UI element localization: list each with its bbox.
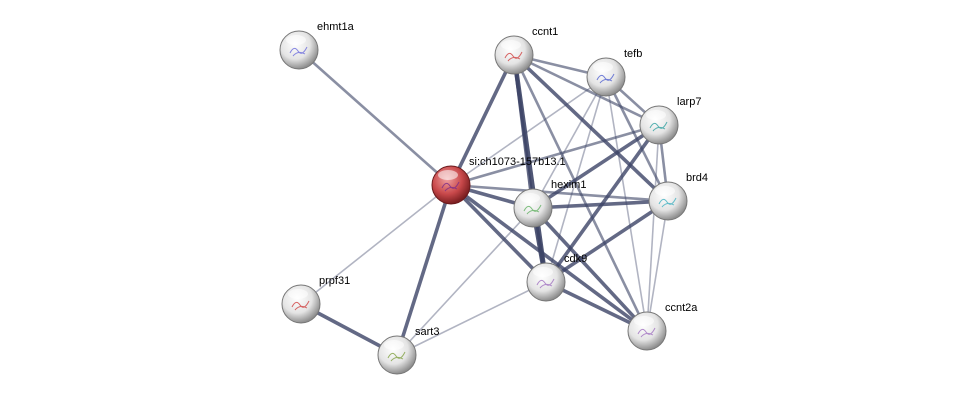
protein-structure-icon xyxy=(289,46,308,57)
edge-larp7-ccnt2a[interactable] xyxy=(646,124,660,332)
edge-si-ccnt1[interactable] xyxy=(449,54,516,186)
edge-ccnt1-larp7[interactable] xyxy=(513,53,660,127)
edge-si-ehmt1a[interactable] xyxy=(298,49,452,186)
edge-ccnt1-brd4[interactable] xyxy=(512,53,670,203)
protein-structure-icon xyxy=(637,327,656,338)
node-label: brd4 xyxy=(686,172,708,184)
node-highlight xyxy=(646,110,666,120)
node-hexim1[interactable]: hexim1 xyxy=(513,179,586,228)
node-brd4[interactable]: brd4 xyxy=(648,172,708,221)
node-highlight xyxy=(288,289,308,299)
protein-structure-icon xyxy=(658,197,677,208)
node-prpf31[interactable]: prpf31 xyxy=(281,275,350,324)
edge-larp7-hexim1[interactable] xyxy=(532,123,660,210)
edge-si-sart3[interactable] xyxy=(395,184,453,356)
protein-structure-icon xyxy=(291,300,310,311)
node-label: cdk9 xyxy=(564,253,587,265)
protein-structure-icon xyxy=(649,121,668,132)
protein-structure-icon xyxy=(387,351,406,362)
edge-si-ccnt2a[interactable] xyxy=(449,183,649,333)
node-label: sart3 xyxy=(415,326,439,338)
edge-si-prpf31[interactable] xyxy=(300,184,452,305)
protein-structure-icon xyxy=(596,73,615,84)
edge-brd4-cdk9[interactable] xyxy=(545,199,669,284)
node-label: prpf31 xyxy=(319,275,350,287)
edge-brd4-ccnt2a[interactable] xyxy=(646,200,669,332)
edge-ccnt1-ccnt2a[interactable] xyxy=(512,54,649,332)
node-cdk9[interactable]: cdk9 xyxy=(526,253,587,302)
node-label: si:ch1073-157b13.1 xyxy=(469,156,566,168)
node-ccnt2a[interactable]: ccnt2a xyxy=(627,302,698,351)
node-label: hexim1 xyxy=(551,179,586,191)
protein-structure-icon xyxy=(441,181,460,192)
node-ccnt1[interactable]: ccnt1 xyxy=(494,26,558,75)
node-larp7[interactable]: larp7 xyxy=(639,96,701,145)
edge-hexim1-brd4[interactable] xyxy=(532,199,669,210)
protein-structure-icon xyxy=(523,204,542,215)
edge-sart3-hexim1[interactable] xyxy=(396,207,534,356)
edge-sart3-cdk9[interactable] xyxy=(396,281,547,356)
node-highlight xyxy=(533,267,553,277)
edge-tefb-hexim1[interactable] xyxy=(532,76,607,209)
edge-si-larp7[interactable] xyxy=(450,123,660,187)
node-highlight xyxy=(286,35,306,45)
protein-structure-icon xyxy=(504,51,523,62)
edge-si-cdk9[interactable] xyxy=(449,183,548,284)
node-highlight xyxy=(655,186,675,196)
node-label: ccnt2a xyxy=(665,302,698,314)
node-highlight xyxy=(593,62,613,72)
node-sart3[interactable]: sart3 xyxy=(377,326,439,375)
node-label: larp7 xyxy=(677,96,701,108)
node-highlight xyxy=(520,193,540,203)
edge-si-tefb[interactable] xyxy=(450,76,607,186)
node-si[interactable]: si:ch1073-157b13.1 xyxy=(431,156,566,205)
node-tefb[interactable]: tefb xyxy=(586,48,642,97)
edge-si-brd4[interactable] xyxy=(450,183,669,203)
node-ehmt1a[interactable]: ehmt1a xyxy=(279,21,355,70)
node-label: ccnt1 xyxy=(532,26,558,38)
node-highlight xyxy=(384,340,404,350)
protein-structure-icon xyxy=(536,278,555,289)
node-highlight xyxy=(634,316,654,326)
node-highlight xyxy=(438,170,458,180)
node-label: ehmt1a xyxy=(317,21,355,33)
edge-hexim1-ccnt2a[interactable] xyxy=(531,206,649,333)
node-highlight xyxy=(501,40,521,50)
node-label: tefb xyxy=(624,48,642,60)
